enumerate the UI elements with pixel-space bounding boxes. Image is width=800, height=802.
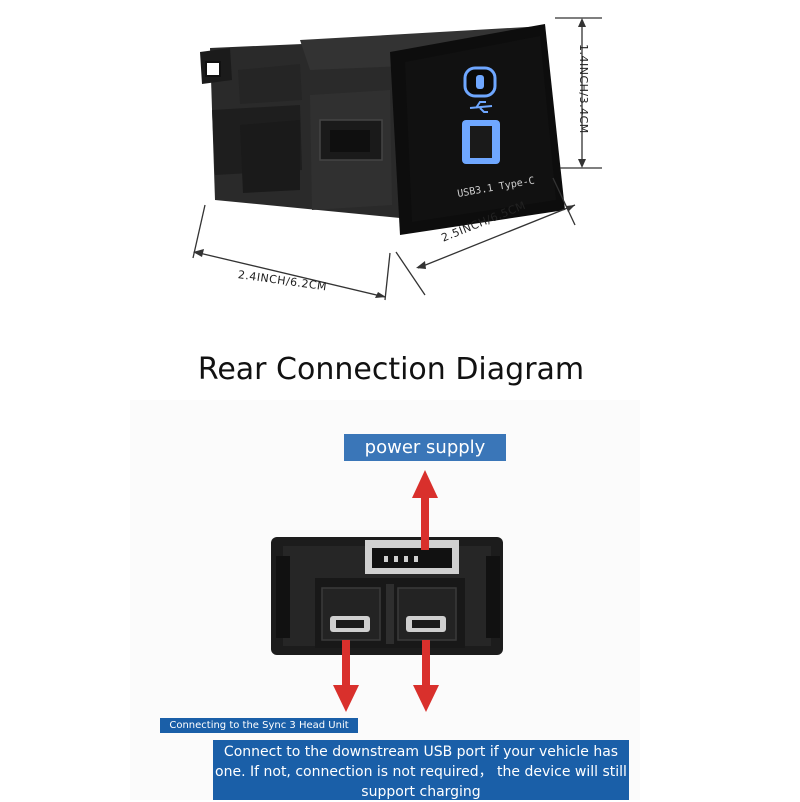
product-photo: USB3.1 Type-C bbox=[192, 17, 602, 301]
sync-head-unit-label: Connecting to the Sync 3 Head Unit bbox=[160, 718, 358, 733]
faceplate bbox=[390, 24, 565, 235]
power-supply-label: power supply bbox=[344, 434, 506, 461]
rear-connector-graphic bbox=[271, 470, 503, 712]
dimension-lines bbox=[192, 17, 602, 301]
arrow-right-down bbox=[413, 640, 439, 712]
diagram-title: Rear Connection Diagram bbox=[197, 352, 585, 387]
usb-symbol-icon bbox=[469, 101, 493, 113]
height-dimension-label: 1.4INCH/3.4CM bbox=[577, 44, 590, 134]
arrow-power-up bbox=[412, 470, 438, 550]
arrow-left-down bbox=[333, 640, 359, 712]
right-mini-usb-port bbox=[397, 587, 457, 641]
downstream-usb-label: Connect to the downstream USB port if yo… bbox=[213, 740, 629, 800]
left-mini-usb-port bbox=[321, 587, 381, 641]
